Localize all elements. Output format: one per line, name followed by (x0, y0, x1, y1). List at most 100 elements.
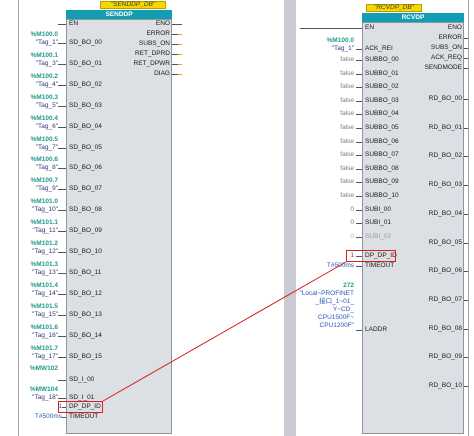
rcvdp-laddr-value[interactable]: 272 (343, 282, 354, 289)
senddp-instance-name[interactable]: "SENDDP_DB" (100, 1, 166, 9)
rcvdp-ack-rei-tag[interactable]: "Tag_1" (331, 45, 354, 52)
rcvdp-input-value[interactable]: false (340, 164, 354, 172)
senddp-input-address[interactable]: %M100.5 (30, 135, 58, 143)
rcvdp-laddr-line-4[interactable]: CPU1500F~ (318, 314, 354, 321)
senddp-dp-id-pin[interactable]: DP_DP_ID (69, 403, 101, 410)
rcvdp-input-value[interactable]: false (340, 83, 354, 91)
senddp-timeout-pin[interactable]: TIMEOUT (69, 413, 99, 420)
rcvdp-input-value[interactable]: false (340, 124, 354, 131)
senddp-input-address[interactable]: %M101.6 (30, 323, 58, 331)
senddp-output-connector[interactable] (178, 54, 182, 55)
rcvdp-input-value[interactable]: 0 (350, 219, 354, 227)
rcvdp-en-pin[interactable]: EN (365, 24, 375, 31)
senddp-input-tag[interactable]: "Tag_11" (32, 227, 58, 235)
rcvdp-ack-rei-pin[interactable]: ACK_REI (365, 45, 393, 52)
rcvdp-input-value[interactable]: 0 (350, 232, 354, 240)
senddp-input-pin[interactable]: SD_BO_10 (69, 248, 102, 255)
rcvdp-output-pin[interactable]: RD_BO_04 (428, 209, 462, 217)
senddp-input-address[interactable]: %M101.0 (30, 198, 58, 206)
senddp-eno-pin[interactable]: ENO (155, 20, 170, 27)
rcvdp-dp-id-pin[interactable]: DP_DP_ID (365, 252, 397, 259)
rcvdp-input-value[interactable]: false (340, 192, 354, 199)
rcvdp-laddr-line-2[interactable]: _接口_1~01_ (315, 298, 355, 305)
senddp-input-pin[interactable]: SD_BO_07 (69, 185, 102, 193)
senddp-output-pin[interactable]: ERROR (146, 30, 170, 37)
senddp-input-pin[interactable]: SD_BO_09 (69, 227, 102, 235)
rcvdp-eno-pin[interactable]: ENO (447, 24, 462, 31)
senddp-output-connector[interactable] (178, 64, 182, 65)
senddp-input-address[interactable]: %M100.3 (30, 93, 58, 101)
senddp-input-address[interactable]: %M100.7 (30, 177, 58, 185)
senddp-input-pin[interactable]: SD_BO_15 (69, 352, 102, 360)
senddp-input-tag[interactable]: "Tag_12" (32, 248, 58, 255)
rcvdp-input-value[interactable]: false (340, 96, 354, 104)
rcvdp-output-pin[interactable]: SENDMODE (424, 64, 462, 71)
senddp-block[interactable] (66, 19, 172, 434)
senddp-input-address[interactable]: %MW102 (29, 365, 58, 373)
rcvdp-dp-id-value[interactable]: 1 (350, 252, 354, 259)
senddp-input-tag[interactable]: "Tag_3" (35, 59, 58, 67)
senddp-input-pin[interactable]: SD_BO_04 (69, 122, 102, 130)
rcvdp-laddr-line-1[interactable]: "Local~PROFINET (299, 290, 354, 297)
rcvdp-output-pin[interactable]: RD_BO_00 (428, 95, 462, 102)
rcvdp-output-pin[interactable]: RD_BO_02 (428, 152, 462, 160)
senddp-output-connector[interactable] (178, 44, 182, 45)
rcvdp-output-pin[interactable]: RD_BO_03 (428, 181, 462, 189)
senddp-input-tag[interactable]: "Tag_6" (35, 122, 58, 130)
rcvdp-input-pin[interactable]: SUBI_01 (365, 219, 392, 227)
rcvdp-timeout-pin[interactable]: TIMEOUT (365, 262, 395, 269)
rcvdp-laddr-pin[interactable]: LADDR (365, 326, 388, 333)
senddp-input-tag[interactable]: "Tag_17" (32, 352, 58, 360)
rcvdp-input-pin[interactable]: SUBBO_05 (365, 124, 399, 131)
senddp-input-pin[interactable]: SD_BO_14 (69, 331, 102, 339)
rcvdp-output-pin[interactable]: ACK_REQ (430, 54, 462, 61)
senddp-input-pin[interactable]: SD_BO_12 (69, 289, 102, 297)
rcvdp-output-pin[interactable]: RD_BO_05 (428, 238, 462, 246)
senddp-input-tag[interactable]: "Tag_5" (35, 101, 58, 109)
rcvdp-instance-name[interactable]: "RCVDP_DB" (366, 4, 422, 12)
rcvdp-output-pin[interactable]: RD_BO_01 (428, 123, 462, 131)
senddp-input-tag[interactable]: "Tag_15" (32, 310, 58, 318)
senddp-input-address[interactable]: %M101.7 (30, 344, 58, 352)
senddp-output-pin[interactable]: SUBS_ON (138, 40, 170, 47)
senddp-input-pin[interactable]: SD_BO_06 (69, 164, 102, 172)
rcvdp-output-pin[interactable]: RD_BO_07 (428, 295, 462, 303)
rcvdp-input-pin[interactable]: SUBBO_07 (365, 151, 399, 159)
editor-split-divider[interactable] (284, 0, 296, 436)
senddp-input-address[interactable]: %M101.3 (30, 260, 58, 268)
rcvdp-input-value[interactable]: false (340, 151, 354, 159)
rcvdp-input-pin[interactable]: SUBBO_01 (365, 69, 399, 77)
senddp-input-address[interactable]: %MW104 (29, 386, 58, 394)
senddp-output-pin[interactable]: RET_DPWR (133, 60, 170, 67)
rcvdp-input-pin[interactable]: SUBBO_10 (365, 192, 399, 199)
senddp-input-pin[interactable]: SD_BO_01 (69, 59, 102, 67)
senddp-input-tag[interactable]: "Tag_14" (32, 289, 58, 297)
rcvdp-output-pin[interactable]: RD_BO_08 (428, 324, 462, 332)
rcvdp-input-pin[interactable]: SUBBO_03 (365, 96, 399, 104)
senddp-timeout-value[interactable]: T#500ms (34, 413, 62, 420)
senddp-en-pin[interactable]: EN (69, 20, 79, 27)
senddp-output-pin[interactable]: DIAG (154, 70, 170, 77)
senddp-input-tag[interactable]: "Tag_1" (35, 39, 58, 46)
senddp-input-tag[interactable]: "Tag_7" (35, 143, 58, 151)
senddp-output-connector[interactable] (178, 34, 182, 35)
rcvdp-input-value[interactable]: false (340, 110, 354, 118)
senddp-input-pin[interactable]: SD_BO_03 (69, 101, 102, 109)
rcvdp-input-pin[interactable]: SUBBO_02 (365, 83, 399, 91)
rcvdp-input-pin[interactable]: SUBBO_09 (365, 178, 399, 186)
rcvdp-output-pin[interactable]: ERROR (438, 34, 462, 41)
rcvdp-output-pin[interactable]: RD_BO_06 (428, 267, 462, 275)
rcvdp-output-pin[interactable]: RD_BO_10 (428, 382, 462, 389)
rcvdp-output-pin[interactable]: SUBS_ON (430, 44, 462, 51)
senddp-input-address[interactable]: %M101.2 (30, 240, 58, 247)
senddp-input-tag[interactable]: "Tag_4" (35, 80, 58, 88)
senddp-input-address[interactable]: %M100.4 (30, 114, 58, 122)
rcvdp-input-pin[interactable]: SUBBO_06 (365, 137, 399, 145)
senddp-output-connector[interactable] (178, 74, 182, 75)
rcvdp-input-pin[interactable]: SUBBO_08 (365, 164, 399, 172)
senddp-input-tag[interactable]: "Tag_10" (32, 206, 58, 214)
rcvdp-input-value[interactable]: false (340, 137, 354, 145)
rcvdp-output-pin[interactable]: RD_BO_09 (428, 353, 462, 361)
senddp-input-tag[interactable]: "Tag_16" (32, 331, 58, 339)
rcvdp-input-pin[interactable]: SUBBO_04 (365, 110, 399, 118)
